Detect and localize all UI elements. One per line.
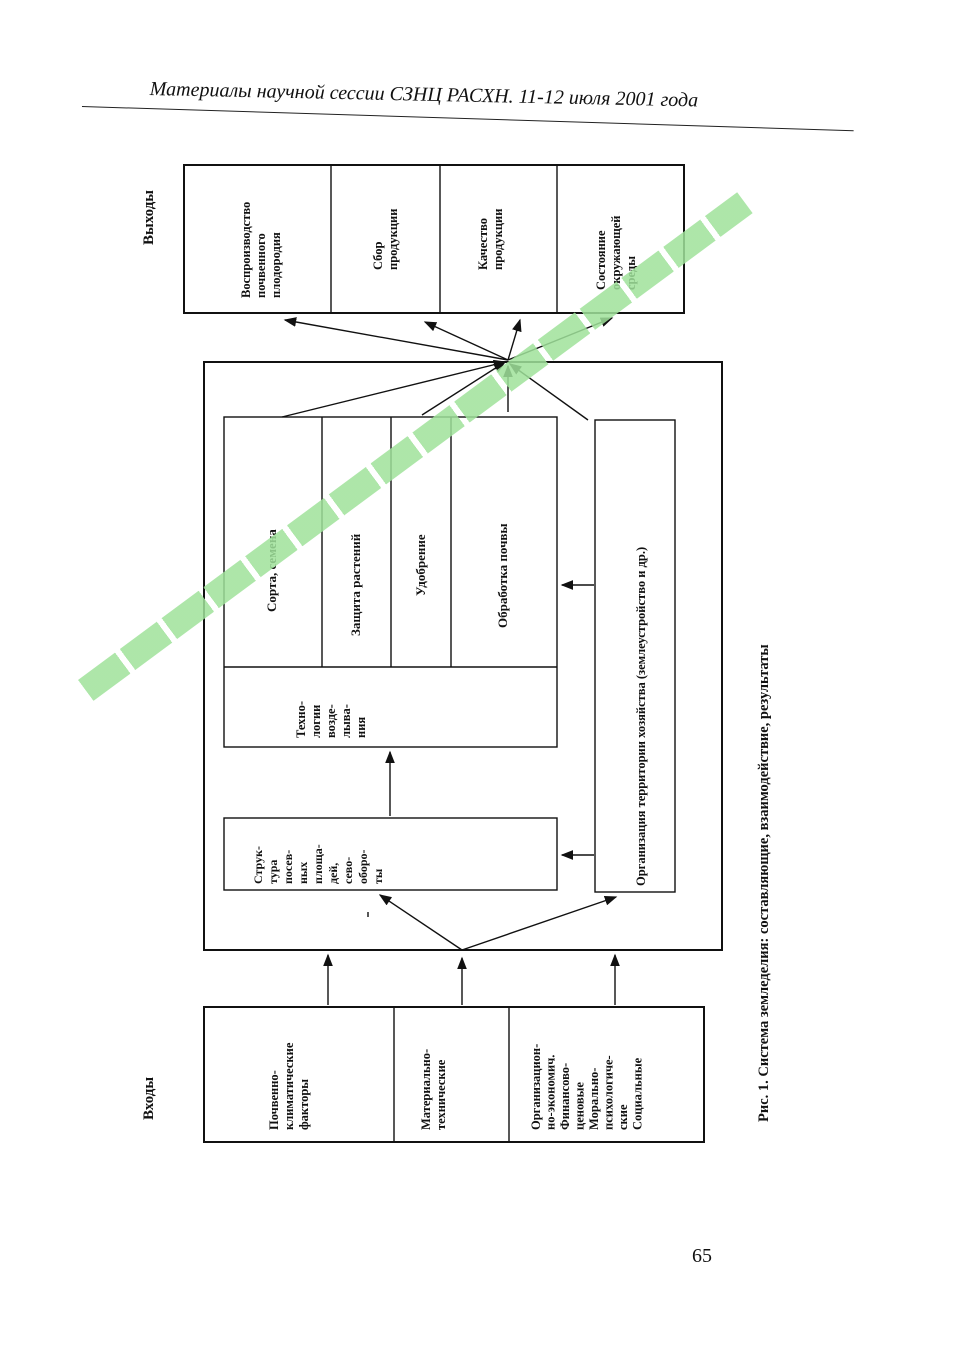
component-label: Защита растений [348, 533, 363, 636]
label-line: логии [309, 705, 323, 738]
label-line: оборо- [356, 849, 370, 884]
label-line: ных [296, 862, 310, 884]
label-line: психологиче- [602, 1055, 616, 1130]
organization-block: Организация территории хозяйства (землеу… [594, 419, 676, 893]
label-line: плодородия [269, 232, 283, 298]
label-line: Социальные [631, 1057, 645, 1130]
label-line: площа- [311, 844, 325, 884]
input-organizational-economic: Организацион-но-экономич.Финансово-ценов… [529, 1044, 645, 1130]
label-line: Техно- [294, 701, 308, 738]
figure-caption: Рис. 1. Система земледелия: составляющие… [756, 644, 772, 1122]
label-line: ния [354, 717, 368, 738]
outputs-label: Выходы [141, 190, 157, 245]
label-line: тура [266, 860, 280, 884]
label-line: окружающей [609, 216, 623, 291]
label-line: Морально- [587, 1068, 601, 1130]
label-line: ты [371, 868, 385, 884]
label-line: климатические [282, 1042, 296, 1130]
label-line: Материально- [419, 1049, 433, 1130]
page-number: 65 [692, 1245, 712, 1267]
label-line: Струк- [251, 846, 265, 884]
component-label: Обработка почвы [495, 523, 510, 628]
label-line: но-экономич. [544, 1055, 558, 1130]
label-line: Почвенно- [267, 1070, 281, 1130]
label-line: ценовые [573, 1082, 587, 1130]
label-line: дей, [326, 863, 340, 884]
label-line: сево- [341, 857, 355, 884]
label-line: посев- [281, 850, 295, 884]
label-line: технические [434, 1059, 448, 1130]
inputs-label: Входы [141, 1077, 157, 1120]
label-line: продукции [491, 209, 505, 270]
label-line: Воспроизводство [239, 202, 253, 298]
input-material-technical: Материально-технические [419, 1049, 448, 1130]
component-plant-protection: Защита растений [348, 533, 363, 636]
organization-label: Организация территории хозяйства (землеу… [634, 547, 648, 886]
label-line: почвенного [254, 233, 268, 298]
component-fertilization: Удобрение [413, 534, 428, 596]
label-line: Финансово- [558, 1063, 572, 1130]
label-line: ские [616, 1104, 630, 1130]
label-line: Сбор [371, 241, 385, 270]
label-line: лыва- [339, 704, 353, 738]
input-arrows [323, 894, 620, 1005]
label-line: Состояние [594, 230, 608, 290]
label-line: возде- [324, 704, 338, 738]
label-line: факторы [297, 1079, 311, 1130]
component-label: Удобрение [413, 534, 428, 596]
label-line: продукции [386, 209, 400, 270]
label-line: Организацион- [529, 1044, 543, 1130]
label-line: Качество [476, 218, 490, 270]
component-soil-tillage: Обработка почвы [495, 523, 510, 628]
